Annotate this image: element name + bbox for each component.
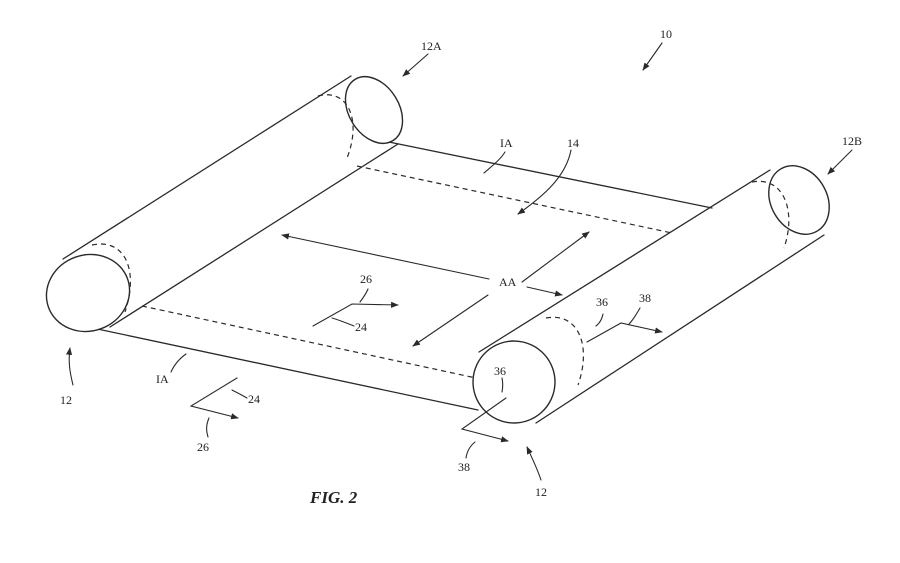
label-housing-left: 12 (60, 393, 72, 407)
label-inactive-bottom: IA (156, 372, 169, 386)
label-inactive-top: IA (500, 136, 513, 150)
figure-caption: FIG. 2 (309, 488, 358, 507)
label-dir-26-top: 26 (360, 272, 372, 286)
label-roller-right: 12B (842, 134, 862, 148)
label-active-area: AA (499, 275, 517, 289)
label-dir-26-bottom: 26 (197, 440, 209, 454)
label-display: 14 (567, 136, 579, 150)
direction-indicators (189, 301, 399, 420)
label-housing-right: 12 (535, 485, 547, 499)
label-dir-24-top: 24 (355, 320, 367, 334)
active-area-arrows (281, 231, 590, 347)
label-axis-38-upper: 38 (639, 291, 651, 305)
display-sheet (87, 140, 713, 411)
label-roller-top: 12A (421, 39, 442, 53)
roller-left (45, 75, 404, 333)
leader-lines (65, 42, 853, 481)
roller-right (472, 165, 830, 424)
label-device: 10 (660, 27, 672, 41)
label-axis-36-upper: 36 (596, 295, 608, 309)
label-dir-24-bottom: 24 (248, 392, 260, 406)
axis-indicators (460, 322, 663, 443)
label-axis-38-lower: 38 (458, 460, 470, 474)
label-axis-36-lower: 36 (494, 364, 506, 378)
